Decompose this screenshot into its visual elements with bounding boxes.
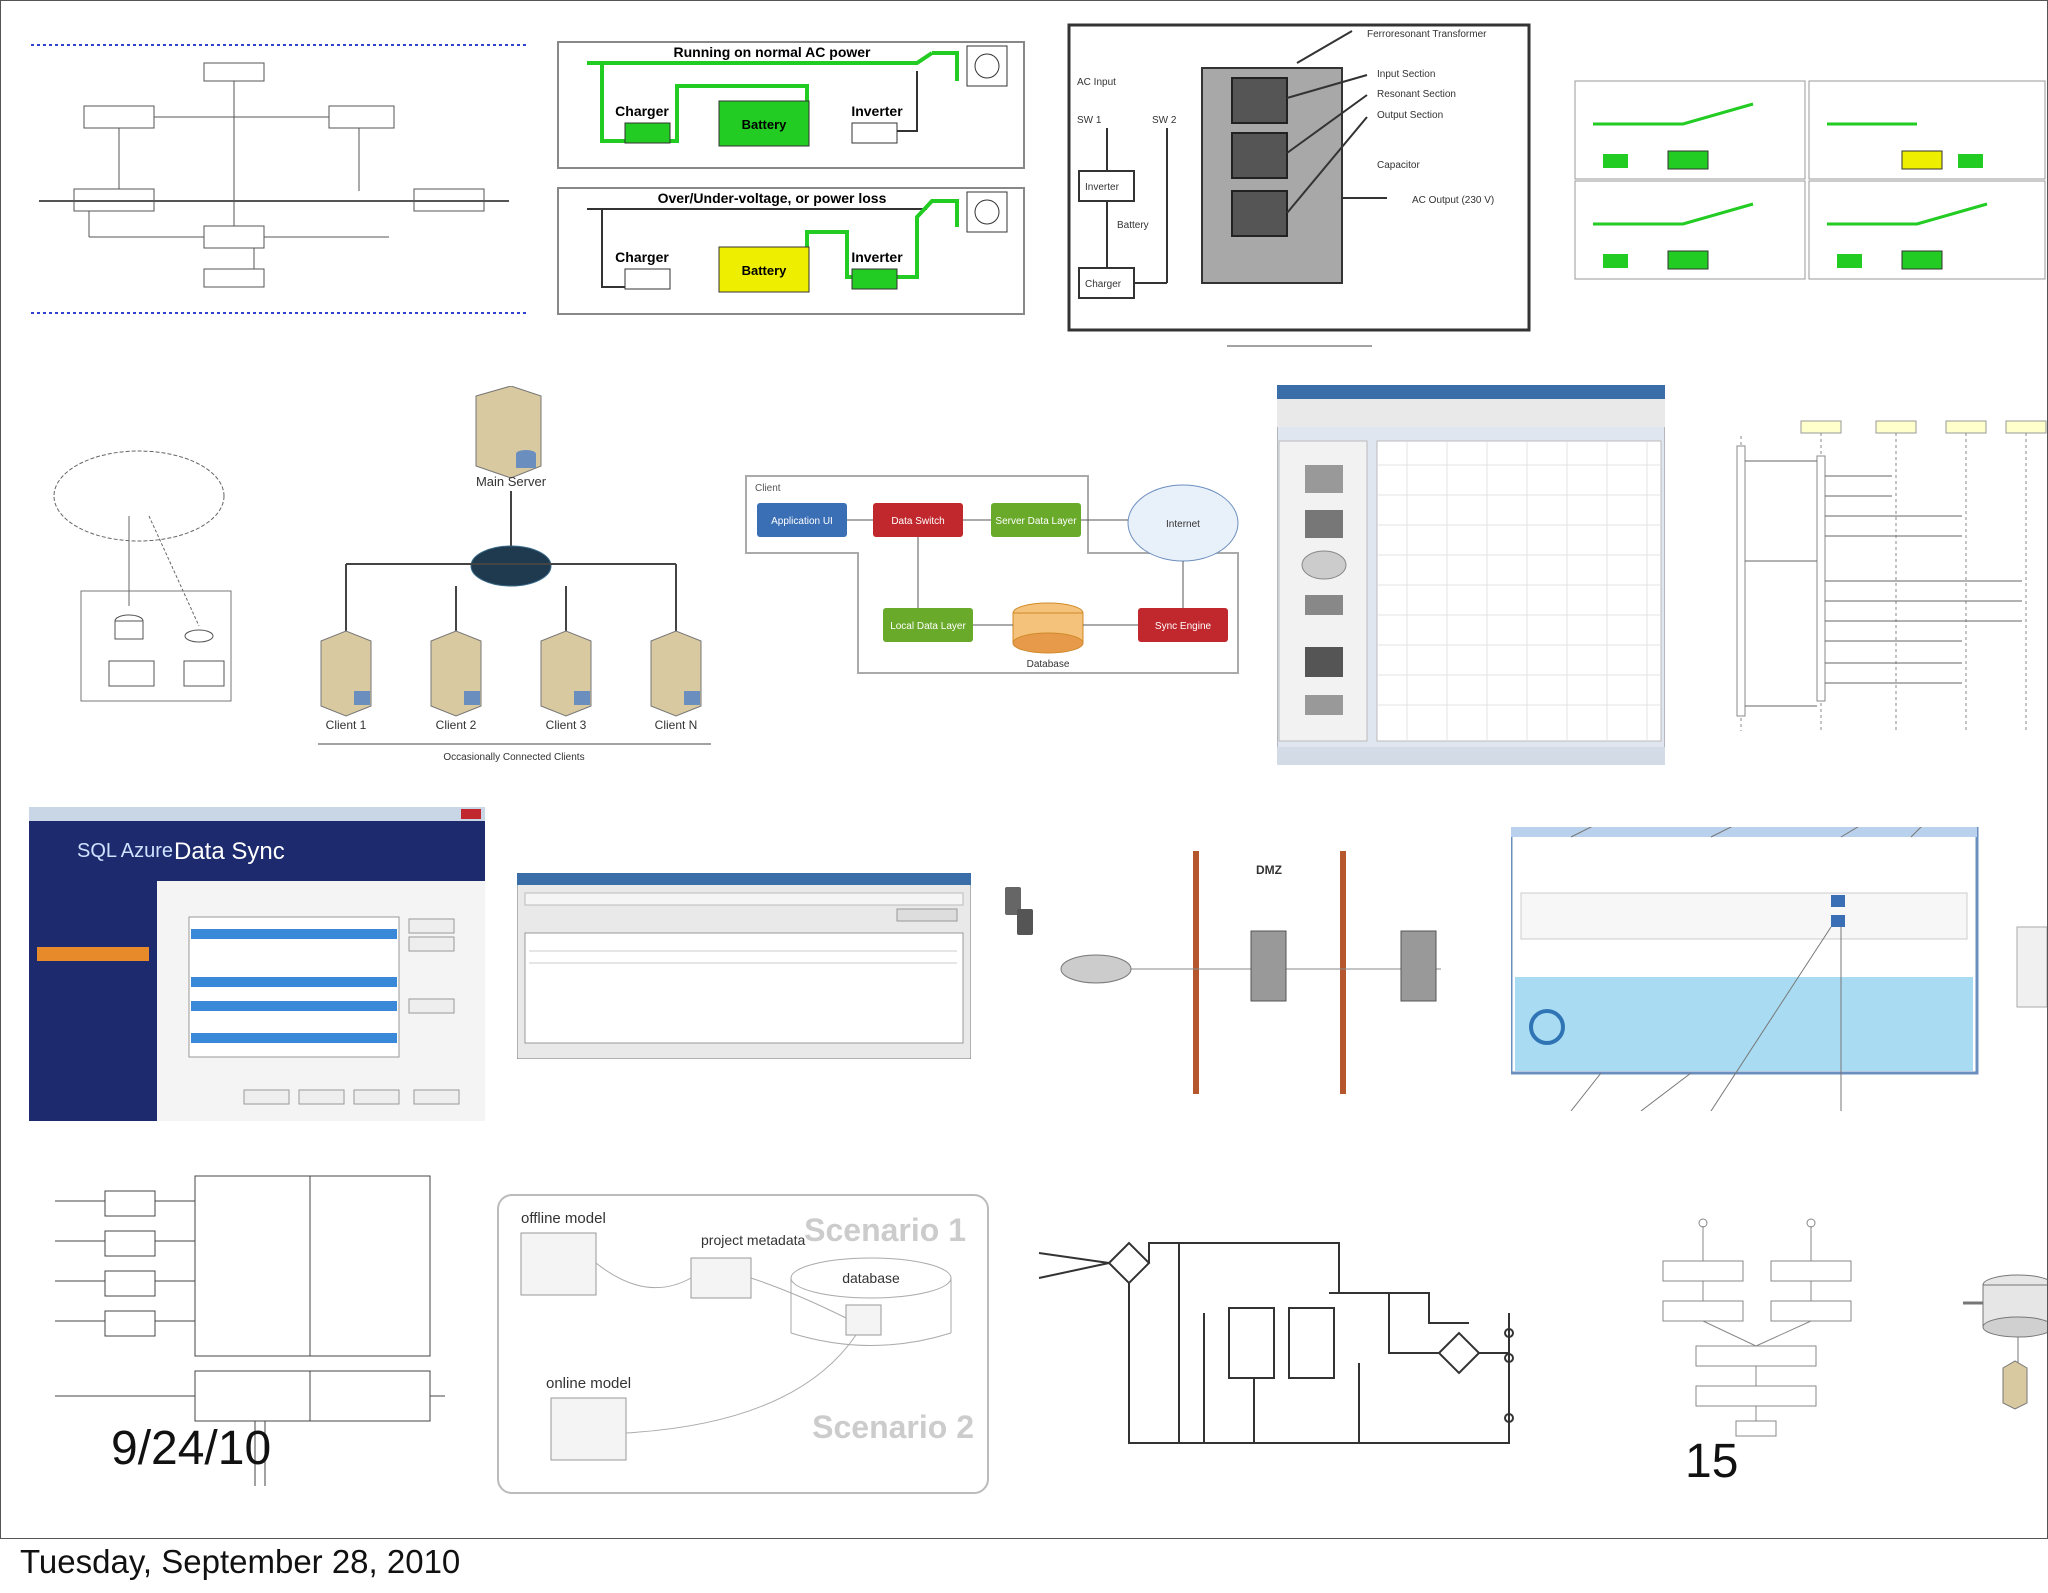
patent-flow-sketch [1641,1181,1871,1441]
ups-bottom-battery-label: Battery [742,263,788,278]
ferro-label-sw2: SW 2 [1152,115,1177,126]
ups-top-title: Running on normal AC power [673,44,871,60]
sync-data-switch-label: Data Switch [891,516,944,527]
ups-top-inverter-label: Inverter [851,103,903,119]
ups-power-loss-diagram: Over/Under-voltage, or power loss Charge… [557,187,1025,315]
sync-local-data-layer-label: Local Data Layer [890,621,966,632]
dmz-server-icon [1250,930,1287,1002]
ups-states-grid [1573,79,2047,281]
ups-top-battery-label: Battery [742,117,788,132]
mobile-device-icon [1005,887,1033,935]
sync-server-data-layer-label: Server Data Layer [995,516,1077,527]
circuit-schematic [1029,1223,1544,1453]
scenario-database-icon [790,1257,952,1346]
sync-flow-diagram: Client Application UI Data Switch Server… [743,473,1243,678]
clients-caption: Occasionally Connected Clients [443,752,584,763]
offline-model-label: offline model [521,1210,606,1227]
sql-azure-title: Data Sync [174,838,285,865]
database-icon [1012,602,1084,654]
sql-azure-data-sync-screenshot: SQL Azure Data Sync [29,807,485,1121]
client-1-label: Client 1 [326,718,367,732]
client-3-label: Client 3 [546,718,587,732]
main-server-label: Main Server [476,474,547,489]
project-metadata-label: project metadata [701,1232,805,1248]
sync-app-ui-label: Application UI [771,516,833,527]
scenario-1-label: Scenario 1 [804,1212,966,1248]
ferro-label-capacitor: Capacitor [1377,160,1420,171]
ups-block-diagram [29,41,529,316]
sync-database-label: Database [1027,659,1070,670]
server-clients-diagram: Main Server Clien [316,386,714,766]
client-server-icon-1 [320,630,372,717]
ups-bottom-title: Over/Under-voltage, or power loss [658,190,887,206]
ferro-label-charger: Charger [1085,279,1122,290]
ferro-label-transformer: Ferroresonant Transformer [1367,29,1487,40]
ups-bottom-inverter-label: Inverter [851,249,903,265]
slide-page-number: 15 [1685,1435,1739,1488]
modeler-window-screenshot [1277,385,1665,765]
footer-date: Tuesday, September 28, 2010 [20,1543,461,1580]
sync-internet-label: Internet [1166,519,1200,530]
firewall-dmz-diagram: DMZ [1001,839,1451,1099]
dialog-window-screenshot [517,873,971,1059]
ups-normal-power-diagram: Running on normal AC power Charger Batte… [557,41,1025,169]
ferro-label-input: Input Section [1377,69,1435,80]
logic-block-schematic [45,1171,445,1491]
edge-database-server [1963,1263,2047,1433]
ferro-label-inverter: Inverter [1085,182,1120,193]
sync-engine-label: Sync Engine [1155,621,1212,632]
client-2-label: Client 2 [436,718,477,732]
ferro-label-sw1: SW 1 [1077,115,1102,126]
ferro-label-output: Output Section [1377,110,1443,121]
slide: Running on normal AC power Charger Batte… [0,0,2048,1539]
sync-app-window-screenshot [1511,827,2047,1111]
ferro-label-resonant: Resonant Section [1377,89,1456,100]
slide-date-label: 9/24/10 [111,1422,272,1475]
client-server-icon-2 [430,630,482,717]
internal-server-icon [1400,930,1437,1002]
ferro-label-battery: Battery [1117,220,1149,231]
sequence-diagram [1701,401,2047,741]
sql-azure-brand: SQL Azure [77,840,173,862]
ferro-label-ac-output: AC Output (230 V) [1412,195,1494,206]
patent-cloud-sketch [49,406,279,706]
client-server-icon-3 [540,630,592,717]
client-n-label: Client N [655,718,698,732]
network-cloud-icon [1060,954,1132,984]
ups-bottom-charger-label: Charger [615,249,669,265]
sync-client-label: Client [755,483,781,494]
client-server-icon-n [650,630,702,717]
scenario-2-label: Scenario 2 [812,1409,974,1445]
online-model-label: online model [546,1375,631,1392]
ferroresonant-diagram: Ferroresonant Transformer Input Section … [1067,23,1531,353]
ups-top-charger-label: Charger [615,103,669,119]
dmz-label: DMZ [1256,863,1282,877]
scenario-database-label: database [842,1270,900,1286]
scenario-diagram: offline model project metadata Scenario … [496,1193,990,1495]
main-server-icon [475,386,542,479]
ferro-label-ac-input: AC Input [1077,77,1116,88]
